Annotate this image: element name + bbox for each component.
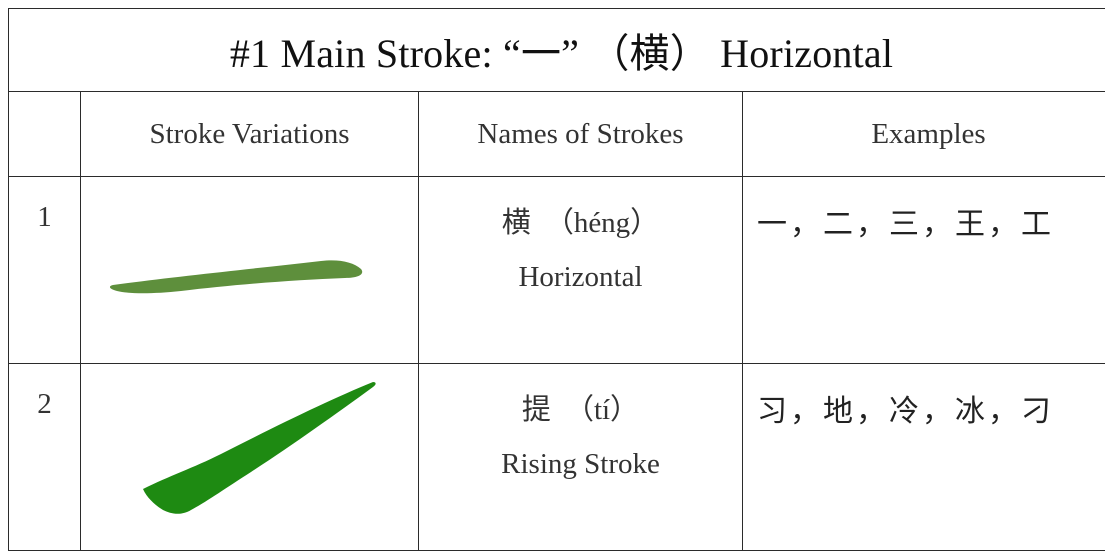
stroke-image-cell [81,364,419,551]
table-row: 1 横 （héng） Horizontal 一，二，三，王，工 [9,177,1105,364]
stroke-examples: 一，二，三，王，工 [743,177,1105,364]
stroke-name-cell: 提 （tí） Rising Stroke [419,364,743,551]
stroke-hanzi: 提 [522,392,551,426]
header-index [9,92,81,177]
rising-stroke-icon [81,364,419,524]
stroke-pinyin: （tí） [565,394,639,426]
stroke-name-cell: 横 （héng） Horizontal [419,177,743,364]
row-index: 2 [9,364,81,551]
stroke-english-name: Horizontal [419,261,742,311]
title-row: #1 Main Stroke: “一” （横） Horizontal [9,9,1105,92]
header-examples: Examples [743,92,1105,177]
stroke-english-name: Rising Stroke [419,448,742,498]
header-names-of-strokes: Names of Strokes [419,92,743,177]
stroke-pinyin: （héng） [545,207,659,239]
table-row: 2 提 （tí） Rising Stroke 习，地，冷，冰，刁 [9,364,1105,551]
header-row: Stroke Variations Names of Strokes Examp… [9,92,1105,177]
header-stroke-variations: Stroke Variations [81,92,419,177]
table-title: #1 Main Stroke: “一” （横） Horizontal [9,9,1105,92]
stroke-examples: 习，地，冷，冰，刁 [743,364,1105,551]
stroke-table: #1 Main Stroke: “一” （横） Horizontal Strok… [8,8,1105,551]
horizontal-stroke-icon [81,177,419,337]
stroke-image-cell [81,177,419,364]
row-index: 1 [9,177,81,364]
stroke-hanzi: 横 [502,205,531,239]
